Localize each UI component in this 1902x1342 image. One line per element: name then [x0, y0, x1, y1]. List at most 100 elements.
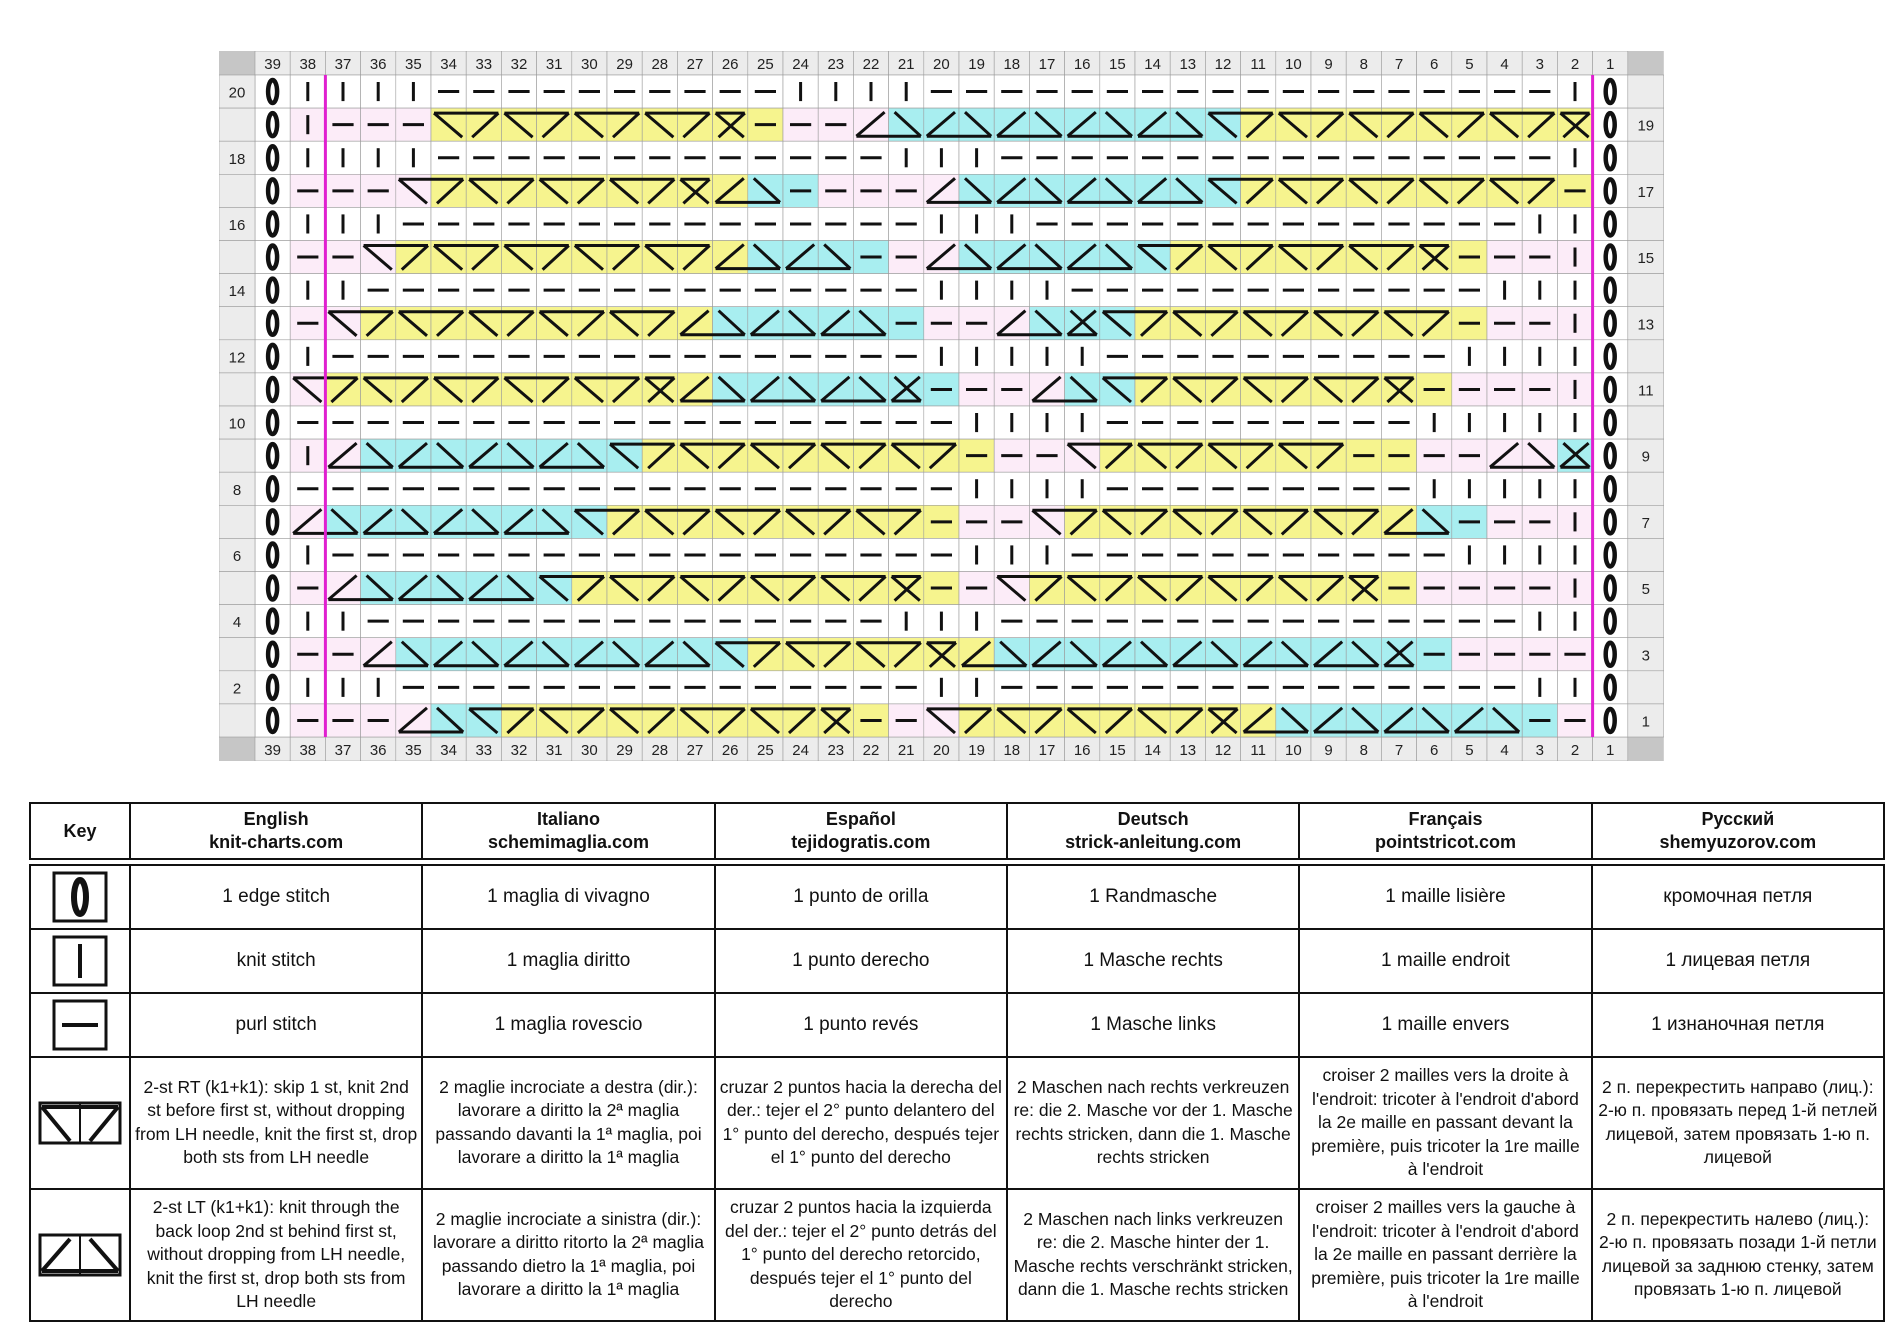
left-twist-mark	[858, 309, 887, 336]
right-twist-mark	[787, 575, 817, 602]
key-row-edge-stitch: 1 edge stitch 1 maglia di vivagno 1 punt…	[29, 864, 1886, 931]
right-twist-mark	[611, 244, 641, 271]
row-number-right: 9	[1642, 449, 1650, 466]
right-twist-mark	[1207, 111, 1238, 139]
key-header-label: Key	[29, 802, 131, 860]
column-footer-cell	[1345, 736, 1382, 761]
left-twist-mark	[1069, 309, 1098, 336]
column-header-cell	[606, 51, 643, 76]
edge-stitch-mark	[1603, 541, 1617, 569]
right-twist-mark	[1175, 442, 1204, 470]
right-twist-mark	[1348, 178, 1379, 205]
left-twist-mark	[1137, 110, 1168, 138]
right-twist-mark	[397, 310, 428, 337]
row-number-right: 13	[1637, 316, 1654, 333]
right-twist-mark	[506, 178, 535, 205]
column-number-top: 5	[1465, 56, 1473, 73]
lang-site: schemimaglia.com	[487, 832, 650, 852]
edge-stitch-mark	[265, 475, 280, 503]
right-twist-mark	[752, 641, 782, 668]
row-label-left-cell	[219, 637, 256, 672]
left-twist-de: 2 Maschen nach links verkreuzen re: die …	[1005, 1187, 1301, 1323]
right-twist-mark	[573, 509, 604, 536]
right-twist-mark	[928, 641, 958, 668]
left-twist-mark	[611, 640, 641, 667]
purl-stitch-es: 1 punto revés	[713, 992, 1008, 1058]
left-twist-mark	[717, 309, 746, 336]
right-twist-es: cruzar 2 puntos hacia la derecha del der…	[713, 1055, 1008, 1190]
row-number-right: 15	[1637, 250, 1654, 267]
left-twist-mark	[435, 706, 465, 734]
purl-stitch-it: 1 maglia rovescio	[421, 992, 716, 1058]
right-twist-mark	[1245, 178, 1274, 205]
right-twist-icon	[38, 1101, 122, 1145]
column-number-bottom: 2	[1571, 742, 1579, 759]
right-twist-mark	[644, 244, 675, 271]
lang-name: Français	[1408, 809, 1483, 829]
right-twist-mark	[1139, 310, 1169, 337]
knit-stitch-icon	[52, 935, 108, 987]
column-number-top: 7	[1395, 56, 1403, 73]
row-number-right: 5	[1642, 581, 1650, 598]
right-twist-mark	[471, 111, 500, 139]
left-twist-mark	[820, 375, 851, 403]
column-header-cell	[1521, 51, 1558, 76]
column-footer-cell	[1416, 736, 1453, 761]
right-twist-mark	[1245, 442, 1274, 470]
right-twist-mark	[538, 310, 569, 337]
key-row-right-twist: 2-st RT (k1+k1): skip 1 st, knit 2nd st …	[29, 1055, 1886, 1190]
left-twist-mark	[749, 309, 780, 336]
left-twist-mark	[1069, 375, 1098, 403]
column-number-top: 25	[757, 56, 774, 73]
right-twist-mark	[573, 111, 604, 139]
left-twist-mark	[996, 309, 1027, 336]
column-number-top: 26	[722, 56, 739, 73]
right-twist-mark	[1101, 509, 1132, 536]
right-twist-mark	[893, 575, 922, 602]
left-twist-mark	[961, 640, 992, 667]
right-twist-mark	[576, 178, 606, 205]
left-twist-mark	[1031, 375, 1062, 403]
column-number-bottom: 33	[475, 742, 492, 759]
edge-stitch-symbol	[29, 864, 131, 931]
left-twist-ru: 2 п. перекрестить налево (лиц.): 2-ю п. …	[1590, 1187, 1886, 1323]
row-label-right-cell	[1627, 438, 1664, 473]
right-twist-mark	[1527, 111, 1556, 139]
column-number-top: 13	[1179, 56, 1196, 73]
left-twist-mark	[1280, 640, 1310, 667]
lang-site: tejidogratis.com	[791, 832, 931, 852]
column-number-bottom: 22	[863, 742, 880, 759]
left-twist-mark	[506, 574, 535, 601]
left-twist-mark	[996, 243, 1027, 270]
right-twist-mark	[362, 376, 393, 404]
right-twist-mark	[471, 376, 500, 404]
column-footer-cell	[465, 736, 502, 761]
left-twist-mark	[1137, 177, 1168, 204]
right-twist-mark	[1456, 178, 1486, 205]
left-twist-mark	[468, 574, 499, 601]
row-label-left-cell	[219, 107, 256, 142]
lang-site: strick-anleitung.com	[1065, 832, 1242, 852]
row-number-right: 7	[1642, 515, 1650, 532]
row-label-right-cell	[1627, 273, 1664, 308]
right-twist-mark	[327, 310, 358, 337]
column-header-cell	[571, 51, 608, 76]
left-twist-mark	[1280, 706, 1310, 734]
right-twist-mark	[890, 442, 921, 470]
right-twist-mark	[1207, 178, 1238, 205]
left-twist-mark	[714, 177, 745, 204]
purl-stitch-symbol	[29, 992, 131, 1058]
edge-stitch-mark	[1603, 77, 1617, 106]
edge-stitch-it: 1 maglia di vivagno	[421, 864, 716, 931]
right-twist-mark	[785, 509, 816, 536]
column-footer-cell	[1381, 736, 1417, 761]
column-footer-cell	[1486, 736, 1523, 761]
left-twist-mark	[1066, 110, 1097, 138]
left-twist-mark	[433, 508, 464, 535]
right-twist-mark	[1386, 178, 1415, 205]
row-number-left: 16	[229, 217, 246, 234]
right-twist-mark	[541, 111, 570, 139]
right-twist-mark	[1207, 442, 1238, 470]
right-twist-mark	[682, 509, 711, 536]
right-twist-mark	[679, 442, 710, 470]
